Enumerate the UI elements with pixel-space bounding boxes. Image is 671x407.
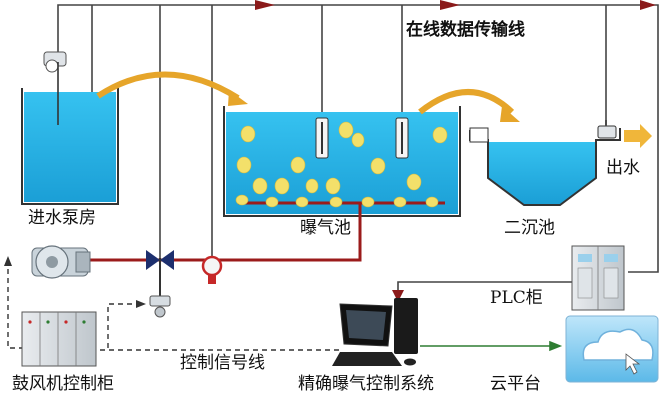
data-line-arrows [255,0,656,302]
cloud-connection-line [420,340,563,352]
blower-control-cabinet-label: 鼓风机控制柜 [12,374,114,394]
intake-pump-house-label: 进水泵房 [28,208,96,228]
flow-arrow-icon [96,71,248,106]
cloud-platform-label: 云平台 [490,374,541,394]
arrow-right-icon [255,0,275,10]
arrow-right-icon [136,300,146,308]
arrow-right-icon [440,0,460,10]
arrow-up-icon [4,256,12,266]
aeration-tank [223,106,461,217]
sensor-probe-icon [395,117,409,159]
control-system-label: 精确曝气控制系统 [298,374,434,394]
outflow-meter-icon [597,120,617,139]
control-signal-line [7,260,340,351]
secondary-clarifier-label: 二沉池 [504,218,555,238]
control-valve-icon [146,250,174,318]
outflow-arrow-icon [624,124,652,148]
pressure-transmitter-icon [201,255,223,284]
data-line-label: 在线数据传输线 [406,20,525,40]
blower-control-cabinet-icon [21,311,97,367]
outflow-label: 出水 [606,158,640,178]
blower-icon [31,245,91,279]
air-bubbles [235,121,448,208]
aeration-tank-label: 曝气池 [300,218,351,238]
arrow-right-icon [640,0,656,10]
flow-meter-icon [43,51,67,73]
control-computer-icon [332,298,418,366]
secondary-clarifier-tank [469,127,621,206]
data-transmission-line [57,4,659,296]
air-supply-pipe [90,203,362,262]
intake-pump-house-tank [21,62,119,205]
control-signal-line-label: 控制信号线 [180,353,265,373]
plc-cabinet-label: PLC柜 [490,288,543,308]
arrow-down-icon [392,290,404,302]
sensor-probe-icon [315,117,329,159]
cloud-platform-icon [565,315,659,383]
flow-arrow-icon [418,89,520,122]
plc-cabinet-icon [571,245,625,311]
